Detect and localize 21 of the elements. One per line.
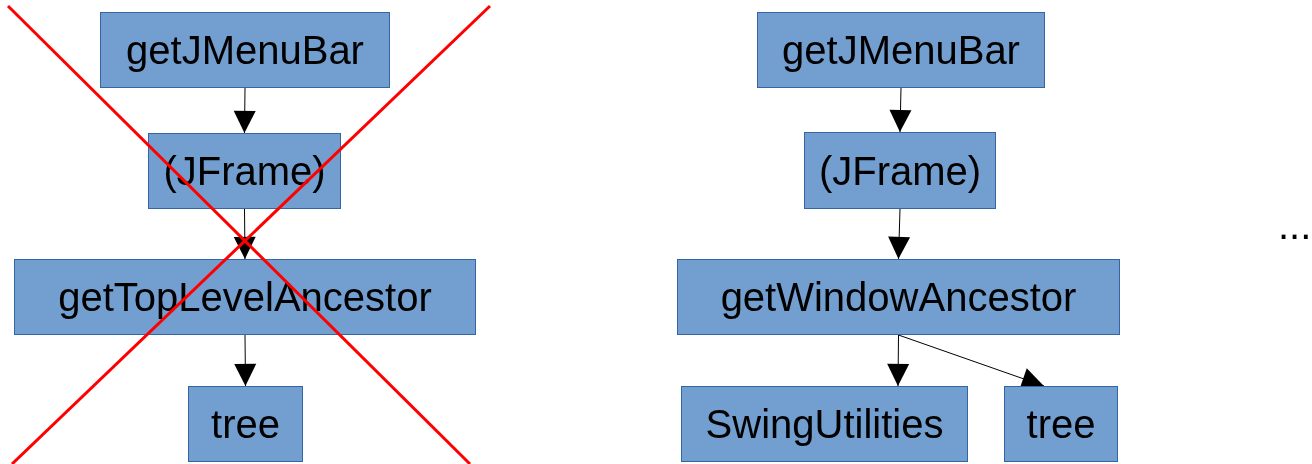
box-label: getJMenuBar bbox=[782, 30, 1020, 70]
process-box bbox=[1004, 386, 1118, 462]
box-label: SwingUtilities bbox=[705, 404, 944, 444]
box-label: tree bbox=[211, 404, 280, 444]
process-box bbox=[677, 259, 1120, 335]
arrow bbox=[233, 87, 256, 134]
box-label: (JFrame) bbox=[818, 150, 982, 191]
box-label: getJMenuBar bbox=[126, 30, 364, 70]
box-label: tree bbox=[1026, 404, 1096, 444]
arrow bbox=[888, 208, 911, 260]
ellipsis-label: ... bbox=[1278, 205, 1312, 245]
process-box bbox=[757, 12, 1045, 88]
arrow bbox=[889, 87, 912, 133]
process-box bbox=[681, 386, 968, 462]
arrow bbox=[234, 334, 257, 387]
box-label: getWindowAncestor bbox=[720, 277, 1077, 317]
process-box bbox=[188, 386, 303, 462]
process-box bbox=[100, 12, 390, 88]
arrow bbox=[233, 208, 256, 260]
arrow bbox=[887, 334, 910, 387]
process-box bbox=[804, 132, 996, 209]
